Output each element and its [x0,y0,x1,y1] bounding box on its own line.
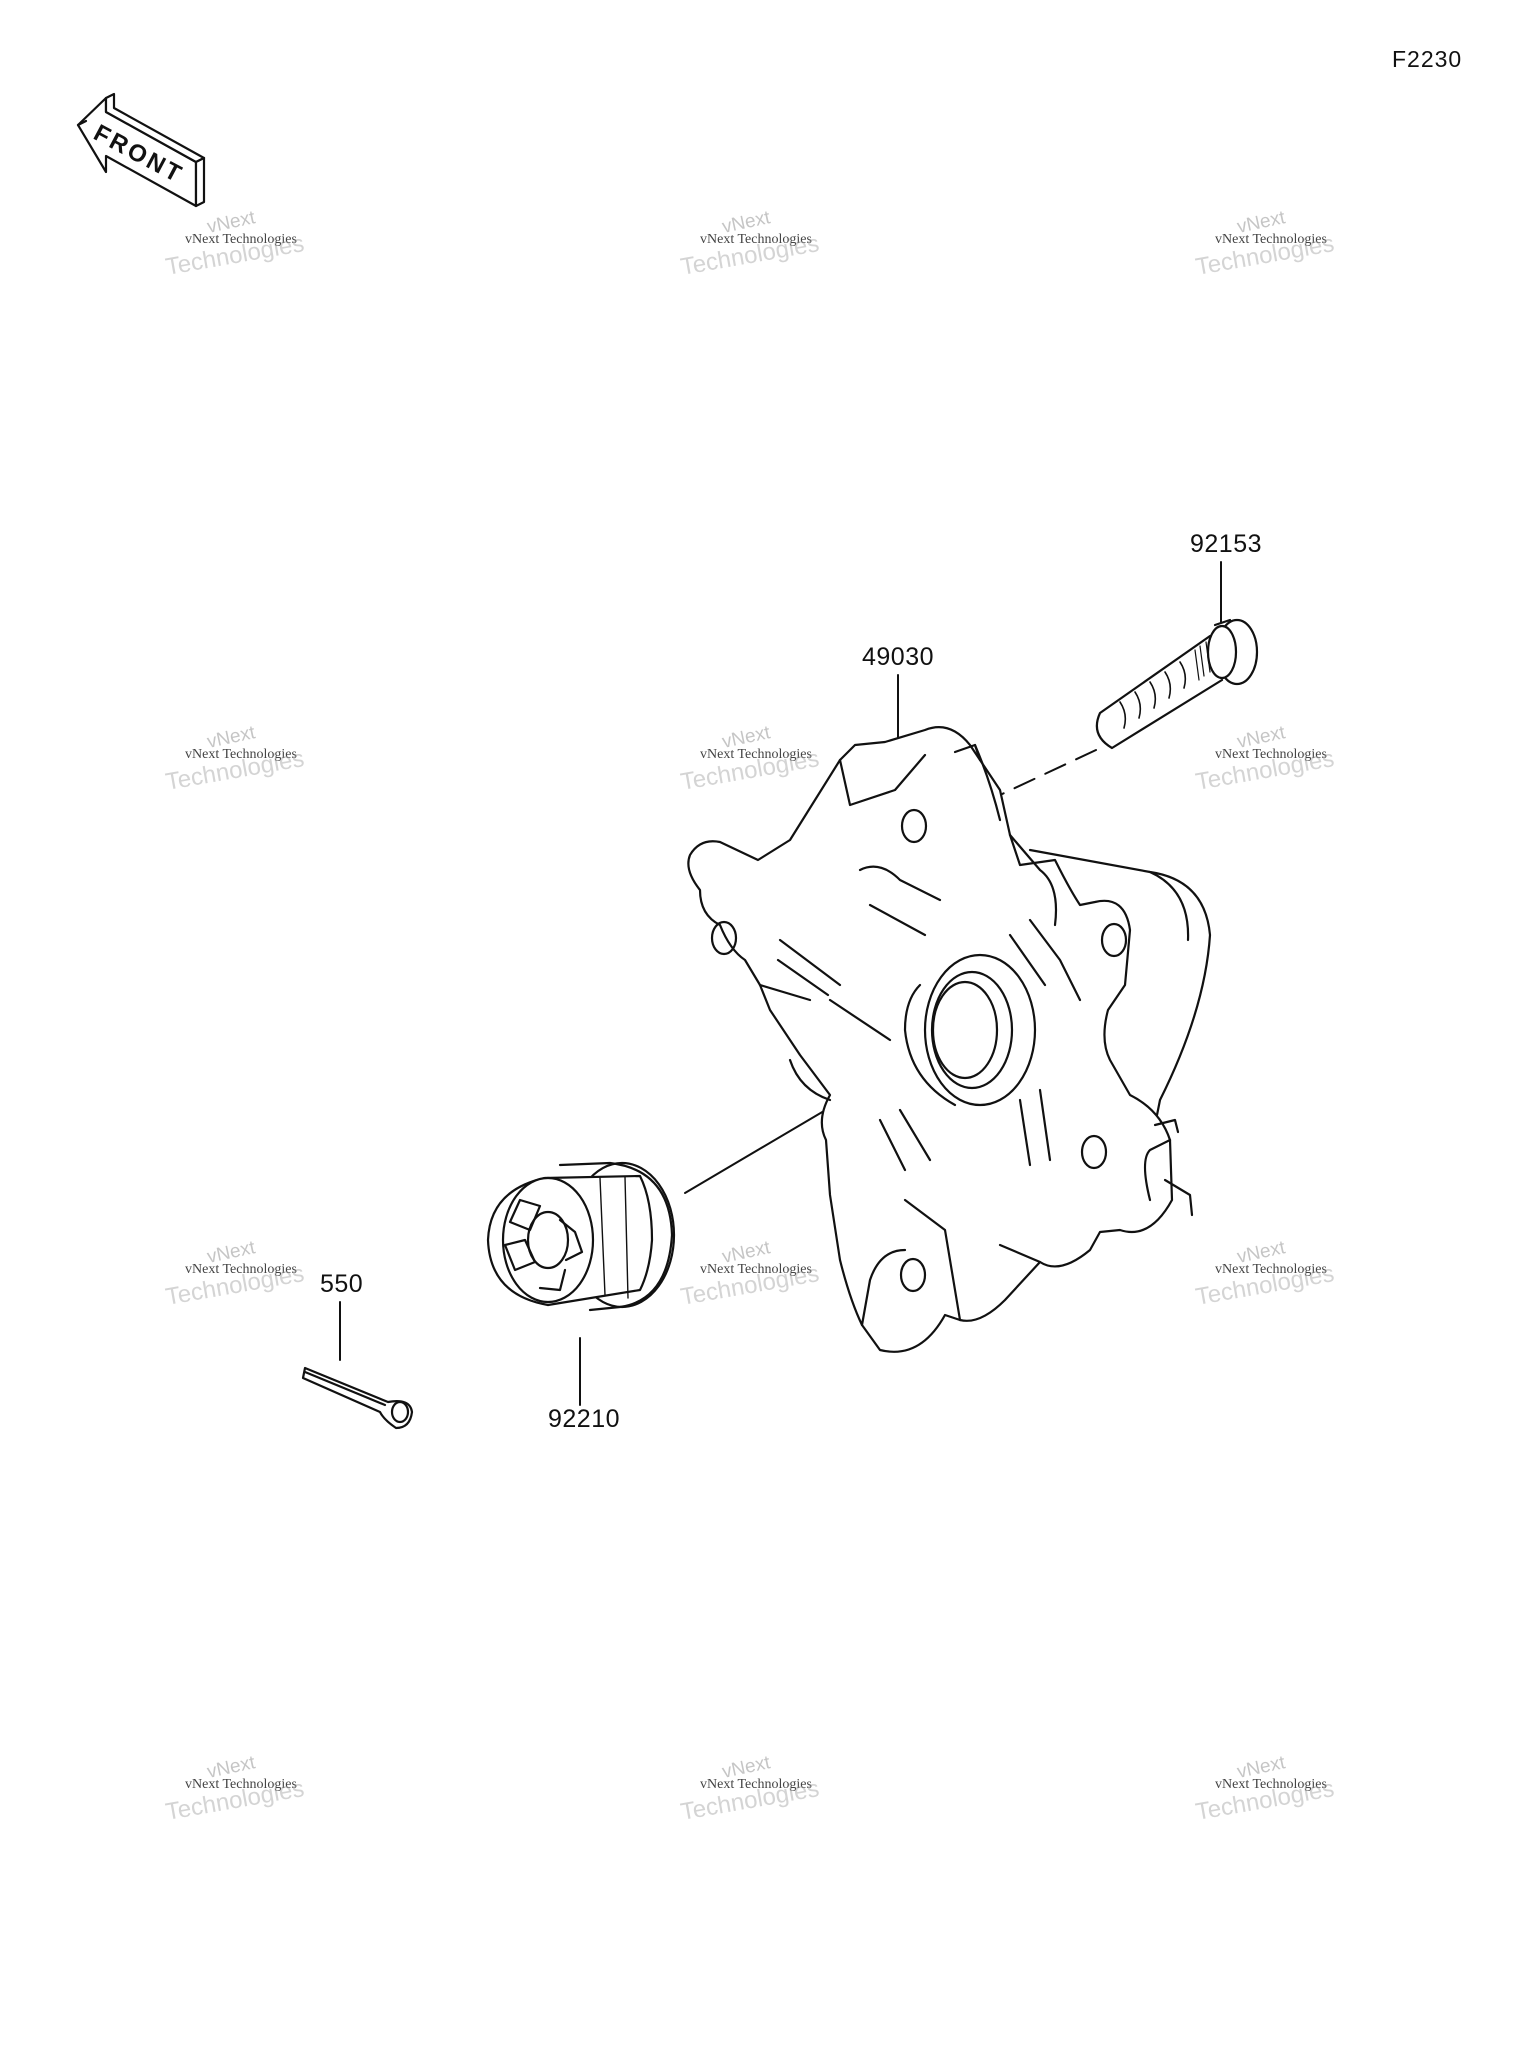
stud-bolt-part [1095,618,1259,750]
cotter-pin-part [301,1366,414,1430]
callout-92153: 92153 [1190,530,1263,558]
castle-nut-part [486,1161,676,1312]
callout-550: 550 [320,1270,364,1298]
hub-part [687,726,1212,1353]
figure-code: F2230 [1392,46,1463,72]
callout-49030: 49030 [862,643,935,671]
axis-line-stud [999,749,1097,796]
front-arrow-icon: FRONT [76,92,206,208]
callout-92210: 92210 [548,1405,621,1433]
